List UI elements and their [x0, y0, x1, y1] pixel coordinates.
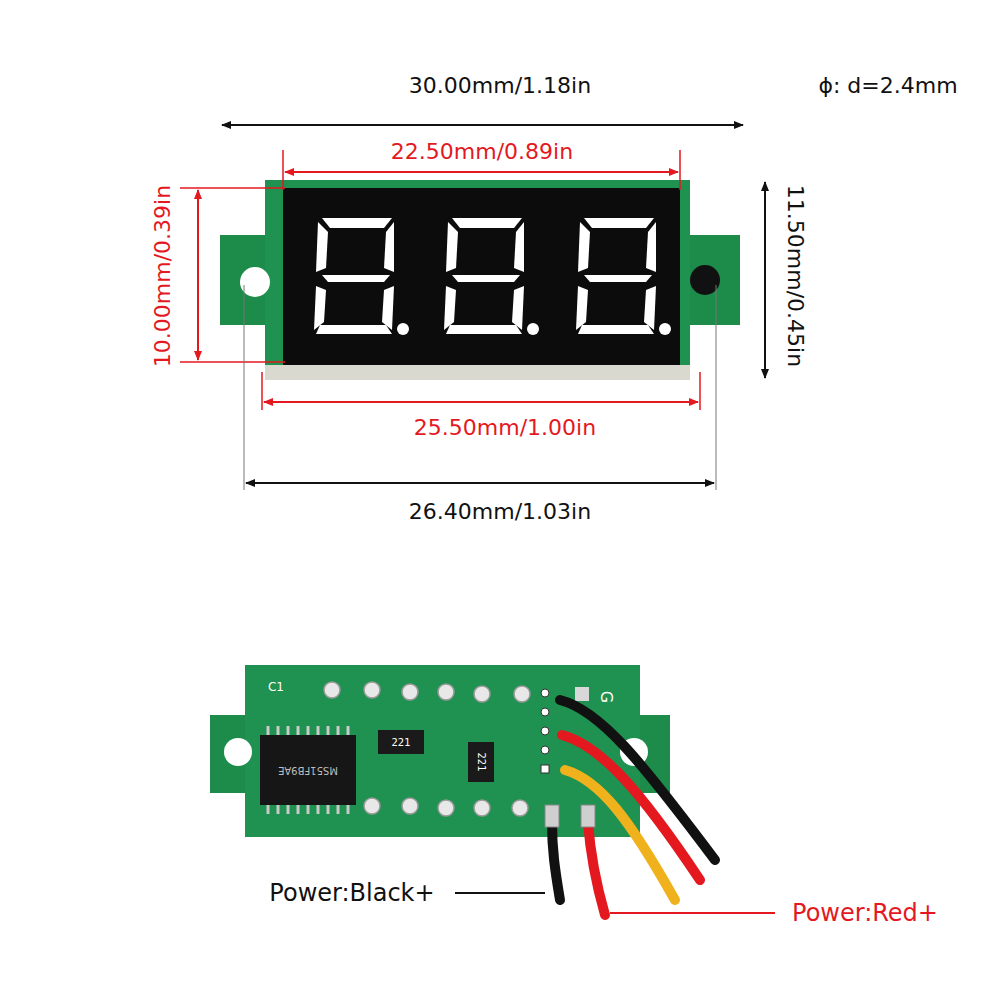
wires [545, 700, 715, 915]
dimension-text: 26.40mm/1.03in [409, 500, 591, 524]
dimension-lines [180, 125, 765, 490]
wire-label: Power:Black+ [269, 880, 434, 906]
silkscreen-text: C1 [268, 681, 284, 694]
dimension-text: 30.00mm/1.18in [409, 74, 591, 98]
display-module-front [220, 180, 740, 380]
component-marking: 221 [391, 737, 410, 748]
component-marking: 221 [476, 752, 487, 771]
hole-diameter-text: ϕ: d=2.4mm [818, 74, 957, 98]
dimension-text: 10.00mm/0.39in [151, 185, 175, 367]
dimension-text: 25.50mm/1.00in [414, 416, 596, 440]
wire-label: Power:Red+ [792, 900, 938, 926]
leader-line [610, 912, 775, 914]
leader-line [455, 892, 545, 894]
dimension-text: 11.50mm/0.45in [783, 185, 807, 367]
chip-marking: MS51FB9AE [278, 765, 338, 776]
silkscreen-text: G [597, 691, 615, 703]
dimension-text: 22.50mm/0.89in [391, 140, 573, 164]
